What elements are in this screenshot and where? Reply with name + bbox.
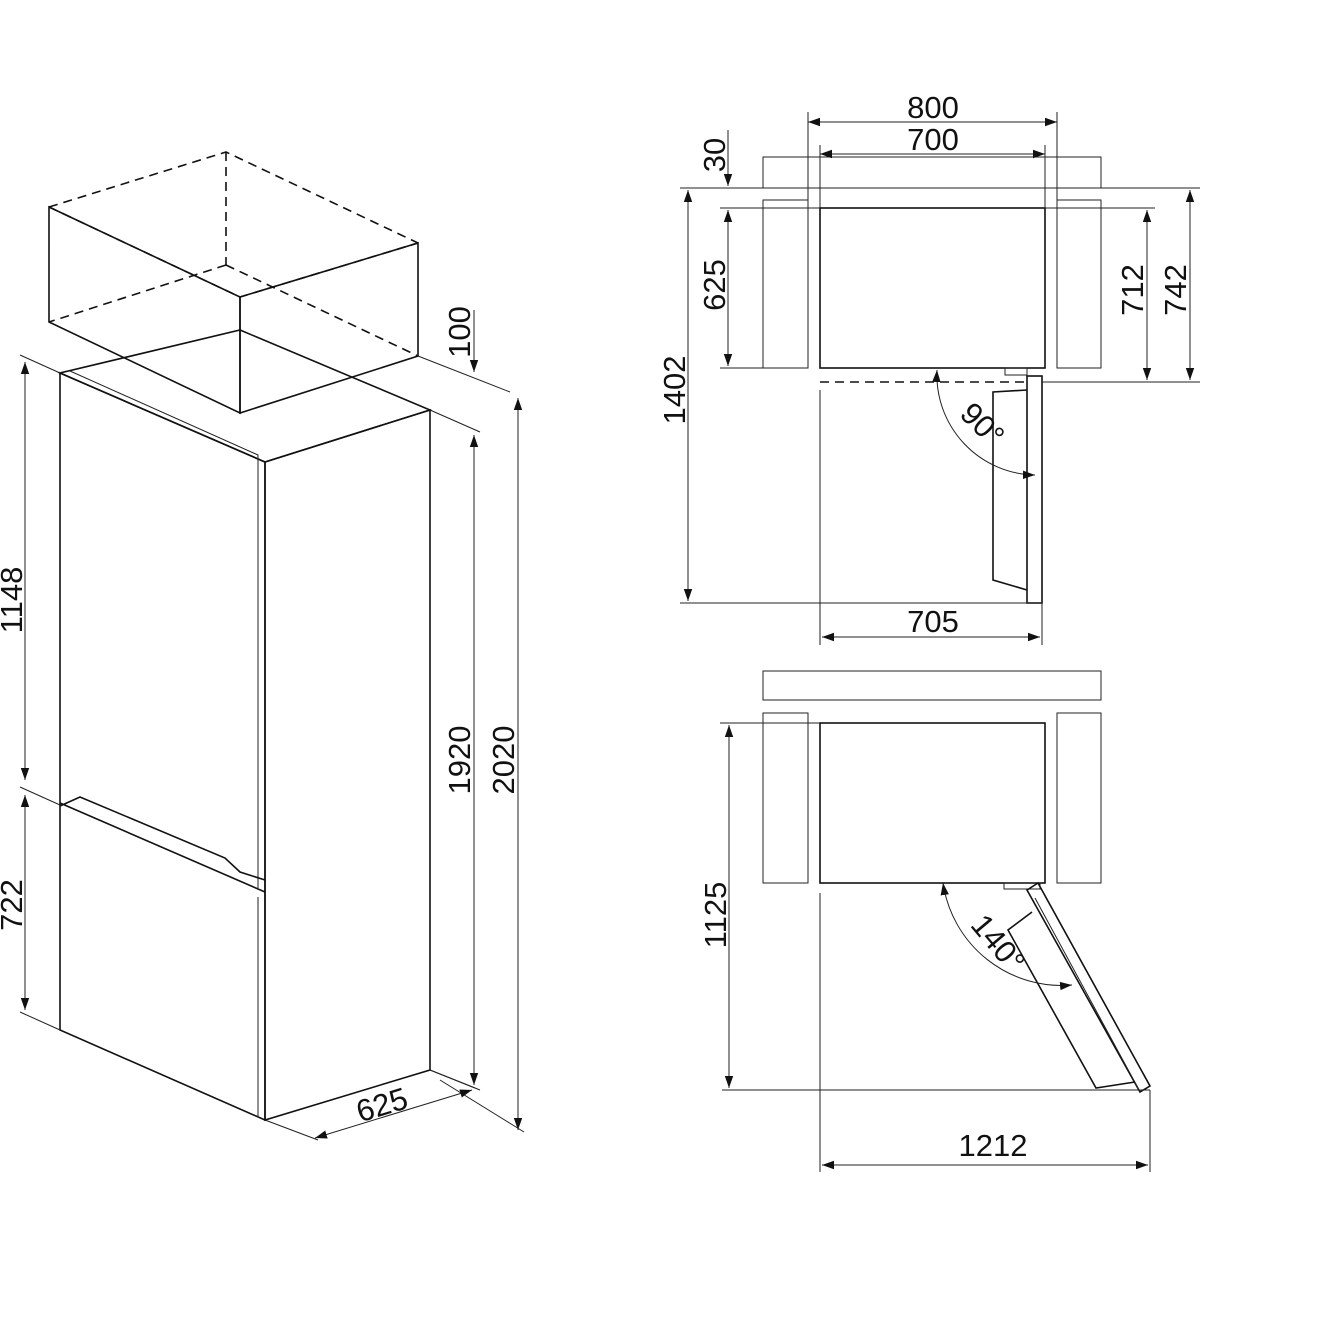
- hinge: [1004, 367, 1028, 376]
- top-view-140-degrees: 140° 1125 1212: [698, 670, 1152, 1172]
- dim-niche-width: 800: [907, 90, 959, 125]
- niche-wall-right: [1056, 199, 1102, 369]
- wall-top: [762, 670, 1102, 701]
- door-edge-top: [69, 370, 259, 465]
- dim-top-gap: 30: [697, 138, 732, 172]
- isometric-view: 1148 722 100 1920 2020 625: [0, 151, 525, 1141]
- niche-wall-left: [762, 712, 809, 884]
- door-shelves: [1006, 911, 1136, 1089]
- wall-top: [762, 156, 1102, 189]
- dim-depth: 625: [352, 1081, 412, 1130]
- dim-depth-with-door: 712: [1115, 264, 1150, 316]
- open-door-90: [1026, 375, 1043, 604]
- dim-appliance-depth: 625: [697, 259, 732, 311]
- open-door-140: [1025, 881, 1152, 1094]
- box-right-face: [239, 241, 419, 415]
- fridge-top-face: [57, 329, 433, 463]
- dim-appliance-height: 1920: [442, 726, 477, 795]
- dim-width-door-open: 1212: [959, 1128, 1028, 1163]
- top-view-90-degrees: 90° 800 700 30 625 1402 712 742 705: [657, 90, 1200, 645]
- dim-door-angle-140: 140°: [964, 907, 1032, 979]
- isometric-dimensions: 1148 722 100 1920 2020 625: [0, 306, 525, 1141]
- niche-wall-right: [1056, 712, 1102, 884]
- dim-appliance-width: 700: [907, 122, 959, 157]
- appliance-plan: [819, 207, 1046, 369]
- dim-depth-door-open: 1125: [698, 882, 733, 949]
- fridge-front-face: [59, 371, 266, 1122]
- dim-total-height: 2020: [486, 726, 521, 795]
- box-left-face: [48, 205, 241, 415]
- door-split-line: [59, 802, 266, 893]
- dim-width-door-open: 705: [907, 604, 959, 639]
- dim-lower-door-height: 722: [0, 879, 29, 931]
- dim-overall-depth-door-open: 1402: [657, 356, 692, 425]
- top-clearance-box: [48, 151, 419, 415]
- dim-door-angle-90: 90°: [953, 396, 1011, 454]
- dim-upper-door-height: 1148: [0, 567, 29, 634]
- handle-recess: [59, 796, 266, 881]
- dim-top-clearance: 100: [442, 306, 477, 358]
- dim-total-depth: 742: [1158, 264, 1193, 316]
- fridge-side-face: [264, 408, 431, 1122]
- fridge-isometric: [57, 329, 433, 1122]
- appliance-plan: [819, 722, 1046, 884]
- niche-wall-left: [762, 199, 809, 369]
